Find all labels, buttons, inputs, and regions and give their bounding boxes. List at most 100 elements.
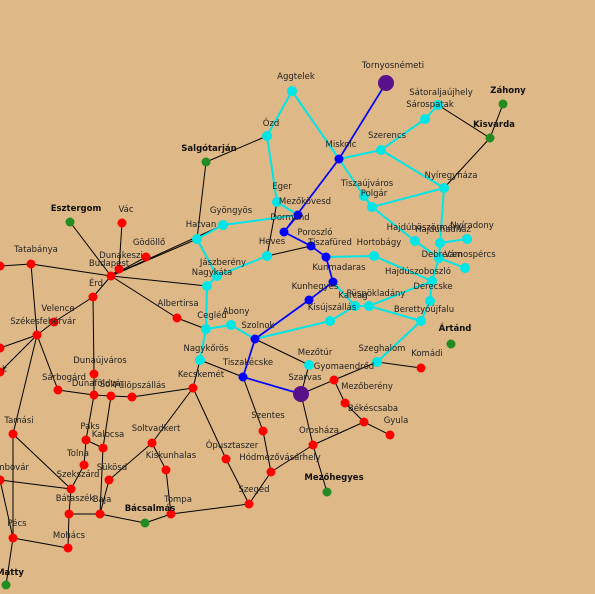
city-node-vac[interactable]	[117, 218, 127, 228]
city-node-sukosd[interactable]	[104, 475, 114, 485]
city-node-polgar[interactable]	[367, 202, 377, 212]
city-node-bekescsaba[interactable]	[359, 417, 369, 427]
city-node-nagykoros[interactable]	[195, 355, 205, 365]
city-node-sarospatak[interactable]	[420, 114, 430, 124]
city-node-gyongyos[interactable]	[218, 220, 228, 230]
city-node-hajduhadhaz[interactable]	[435, 238, 445, 248]
city-label-erd: Érd	[89, 277, 103, 289]
city-node-dombovar[interactable]	[0, 475, 5, 485]
city-node-tatabanya[interactable]	[26, 259, 36, 269]
city-node-dunakeszi[interactable]	[114, 264, 124, 274]
city-node-szolnok[interactable]	[250, 334, 260, 344]
edge-nagykata-cegled	[205, 285, 208, 330]
city-node-zahony[interactable]	[498, 99, 508, 109]
city-node-salgotarjan[interactable]	[201, 157, 211, 167]
city-node-szerencs[interactable]	[376, 145, 386, 155]
city-node-tompa[interactable]	[166, 509, 176, 519]
city-node-abony[interactable]	[226, 320, 236, 330]
city-node-tamasi[interactable]	[8, 429, 18, 439]
city-node-cegled[interactable]	[201, 324, 211, 334]
city-node-hajduszoboszlo[interactable]	[427, 276, 437, 286]
city-node-sarbogard[interactable]	[53, 385, 63, 395]
edge-kalocsa-solt	[102, 395, 112, 449]
city-node-kisvarda[interactable]	[485, 133, 495, 143]
city-node-baja[interactable]	[95, 509, 105, 519]
city-node-artand[interactable]	[446, 339, 456, 349]
city-node-bataszek[interactable]	[64, 509, 74, 519]
city-node-kecskemet[interactable]	[188, 383, 198, 393]
city-label-gyongyos: Gyöngyös	[210, 206, 253, 216]
city-label-hodmezovasarhely: Hódmezővásárhely	[239, 452, 320, 463]
city-node-bacsalmas[interactable]	[140, 518, 150, 528]
city-label-ozd: Ózd	[263, 117, 280, 129]
city-node-gyula[interactable]	[385, 430, 395, 440]
city-node-velence[interactable]	[49, 317, 59, 327]
city-node-nyiregyhaza[interactable]	[439, 183, 449, 193]
city-node-tiszafured[interactable]	[321, 252, 331, 262]
city-node-eger[interactable]	[272, 197, 282, 207]
city-node-nagykata[interactable]	[202, 281, 212, 291]
city-node-szarvas[interactable]	[293, 386, 309, 402]
city-node-szeghalom[interactable]	[372, 357, 382, 367]
edge-erd-dunaujvaros	[92, 296, 95, 375]
city-node-hajduboszormeny[interactable]	[410, 236, 420, 246]
city-node-szeged[interactable]	[244, 499, 254, 509]
city-node-poroszlo[interactable]	[306, 241, 316, 251]
city-node-albertirsa[interactable]	[172, 313, 182, 323]
city-node-ozd[interactable]	[262, 131, 272, 141]
city-node-nyiradony[interactable]	[462, 234, 472, 244]
city-node-puspokladany[interactable]	[364, 301, 374, 311]
city-node-szekesfehervar[interactable]	[32, 330, 42, 340]
city-node-matty[interactable]	[1, 580, 11, 590]
city-node-kunmadaras[interactable]	[328, 277, 338, 287]
city-node-w_edge_3[interactable]	[0, 367, 5, 377]
city-node-erd[interactable]	[88, 292, 98, 302]
city-node-kunhegyes[interactable]	[304, 295, 314, 305]
city-node-szentes[interactable]	[258, 426, 268, 436]
city-node-hodmezovasarhely[interactable]	[266, 467, 276, 477]
city-node-solt[interactable]	[106, 391, 116, 401]
city-node-derecske[interactable]	[425, 296, 435, 306]
city-node-pecs[interactable]	[8, 533, 18, 543]
city-node-tornyosnemeti[interactable]	[378, 75, 394, 91]
city-node-szekszard[interactable]	[66, 484, 76, 494]
city-node-soltvadkert[interactable]	[147, 438, 157, 448]
city-node-hortobagy[interactable]	[369, 251, 379, 261]
city-node-w_edge_2[interactable]	[0, 343, 5, 353]
city-node-miskolc[interactable]	[334, 154, 344, 164]
city-node-hatvan[interactable]	[192, 234, 202, 244]
city-node-tiszakecske[interactable]	[238, 372, 248, 382]
city-node-oroshaza[interactable]	[308, 440, 318, 450]
city-node-vamospercs[interactable]	[460, 263, 470, 273]
city-node-kisujszallas[interactable]	[325, 316, 335, 326]
city-node-mohacs[interactable]	[63, 543, 73, 553]
city-node-mezotur[interactable]	[304, 360, 314, 370]
city-node-mezokovesd[interactable]	[293, 210, 303, 220]
city-node-satoraljaujhely[interactable]	[433, 100, 443, 110]
city-node-gyomaendrod[interactable]	[329, 375, 339, 385]
city-node-tiszaujvaros[interactable]	[359, 191, 369, 201]
city-node-komadi[interactable]	[416, 363, 426, 373]
city-node-w_edge_1[interactable]	[0, 261, 5, 271]
city-node-opusztaszer[interactable]	[221, 454, 231, 464]
city-node-aggtelek[interactable]	[287, 86, 297, 96]
city-node-tolna[interactable]	[79, 460, 89, 470]
city-node-budapest[interactable]	[106, 271, 116, 281]
city-node-berettyoujfalu[interactable]	[416, 316, 426, 326]
city-node-heves[interactable]	[262, 251, 272, 261]
city-node-kalocsa[interactable]	[98, 443, 108, 453]
city-node-esztergom[interactable]	[65, 217, 75, 227]
city-node-debrecen[interactable]	[434, 253, 444, 263]
city-node-dunafoldvar[interactable]	[89, 390, 99, 400]
city-node-dunaujvaros[interactable]	[89, 369, 99, 379]
city-node-dormand[interactable]	[279, 227, 289, 237]
city-node-fulopszallas[interactable]	[127, 392, 137, 402]
city-label-nagykata: Nagykáta	[192, 268, 233, 278]
city-node-kiskunhalas[interactable]	[161, 465, 171, 475]
city-node-mezobereny[interactable]	[340, 398, 350, 408]
city-node-jaszbereny[interactable]	[212, 271, 222, 281]
city-node-godollo[interactable]	[141, 252, 151, 262]
city-node-karcag[interactable]	[350, 301, 360, 311]
city-node-paks[interactable]	[81, 435, 91, 445]
city-node-mezohegyes[interactable]	[322, 487, 332, 497]
